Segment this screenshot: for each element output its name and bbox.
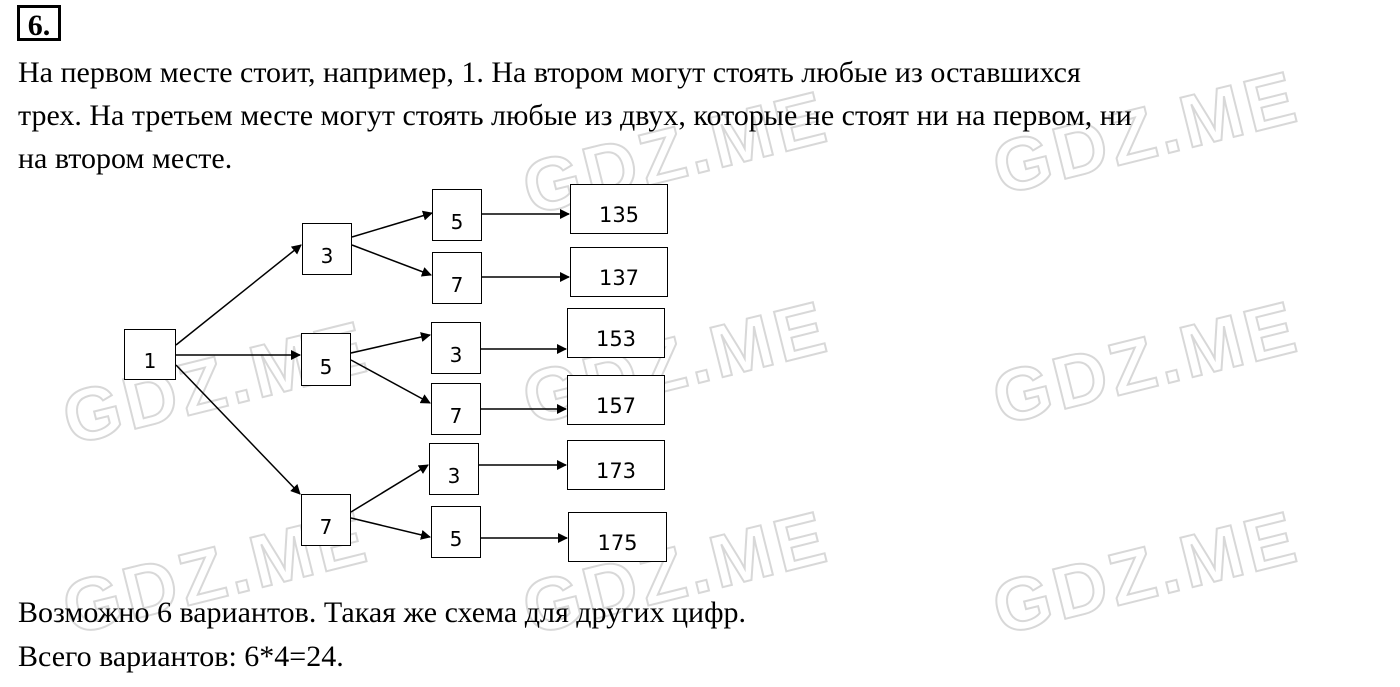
- result-box: 137: [570, 247, 668, 297]
- result-box: 153: [567, 308, 665, 358]
- problem-number: 6.: [17, 5, 61, 42]
- tree-node-level2: 5: [301, 333, 351, 386]
- result-box: 157: [567, 375, 665, 425]
- tree-node-level3: 5: [432, 189, 482, 241]
- tree-node-level2: 7: [301, 494, 351, 546]
- tree-node-level3: 3: [431, 322, 481, 374]
- tree-node-level3: 7: [432, 252, 482, 304]
- tree-node-level3: 5: [431, 506, 481, 558]
- text-line: На первом месте стоит, например, 1. На в…: [18, 56, 1081, 89]
- text-line: на втором месте.: [18, 142, 233, 175]
- tree-node-level3: 7: [431, 383, 481, 435]
- conclusion-line: Всего вариантов: 6*4=24.: [18, 640, 344, 673]
- text-line: трех. На третьем месте могут стоять любы…: [18, 99, 1132, 132]
- result-box: 135: [570, 184, 668, 234]
- result-box: 173: [567, 440, 665, 490]
- conclusion-line: Возможно 6 вариантов. Такая же схема для…: [18, 596, 747, 629]
- tree-node-level3: 3: [429, 443, 479, 495]
- tree-node-level2: 3: [302, 223, 352, 275]
- tree-node-root: 1: [124, 329, 176, 380]
- result-box: 175: [568, 512, 667, 562]
